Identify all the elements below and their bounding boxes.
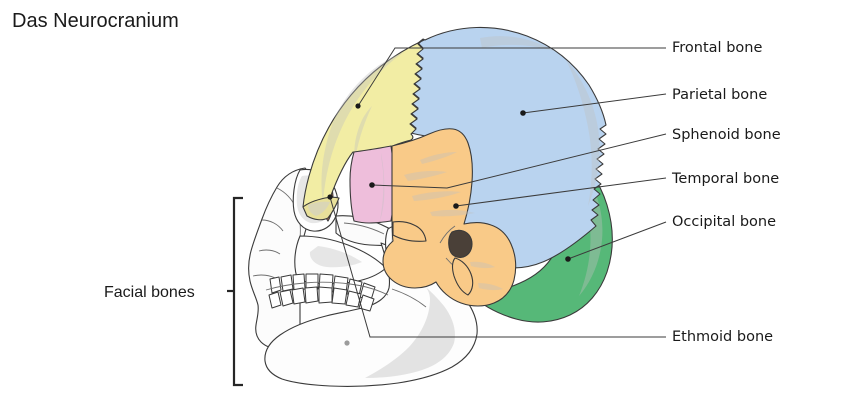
facial-bones-group: Facial bones <box>104 196 243 387</box>
leader-lines <box>327 47 667 338</box>
leader-dot-occipital <box>565 256 571 262</box>
facial-bones-bracket <box>232 196 243 387</box>
label-ethmoid-bone[interactable]: Ethmoid bone <box>672 329 773 345</box>
label-parietal-bone[interactable]: Parietal bone <box>672 87 767 103</box>
leader-line-occipital <box>567 221 667 260</box>
label-occipital-bone[interactable]: Occipital bone <box>672 214 776 230</box>
leader-line-ethmoid <box>329 196 666 338</box>
frontal-bone-region <box>302 39 425 208</box>
leader-dot-frontal <box>355 103 361 109</box>
leader-line-sphenoid <box>371 133 667 189</box>
leader-dot-sphenoid <box>369 182 375 188</box>
page-title: Das Neurocranium <box>12 10 179 32</box>
leader-line-temporal <box>455 177 667 207</box>
leader-dot-temporal <box>453 203 459 209</box>
leader-line-parietal <box>522 93 667 114</box>
label-facial-bones[interactable]: Facial bones <box>104 284 195 301</box>
leader-dot-ethmoid <box>327 194 333 200</box>
label-temporal-bone[interactable]: Temporal bone <box>671 171 779 187</box>
temporal-bone-region <box>382 128 517 307</box>
label-frontal-bone[interactable]: Frontal bone <box>672 40 762 56</box>
leader-dot-parietal <box>520 110 526 116</box>
leader-line-frontal <box>357 47 666 107</box>
label-sphenoid-bone[interactable]: Sphenoid bone <box>672 127 781 143</box>
skull-illustration <box>248 26 613 387</box>
right-label-group: Frontal bone Parietal bone Sphenoid bone… <box>671 40 781 345</box>
